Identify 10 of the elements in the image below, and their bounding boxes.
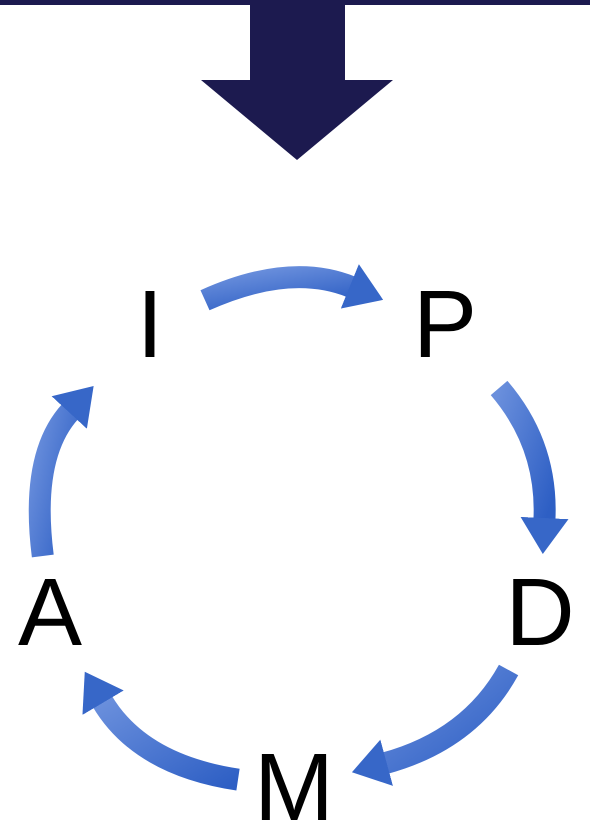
curved-arrow: [490, 381, 568, 554]
curved-arrow: [83, 672, 240, 790]
stage-letter: I: [136, 277, 164, 373]
curved-arrow: [28, 384, 92, 558]
curved-arrow: [352, 664, 518, 786]
stage-letter: P: [412, 277, 478, 373]
stage-letter: A: [18, 565, 82, 661]
curved-arrow: [200, 264, 384, 310]
stage-letter: M: [254, 740, 334, 836]
stage-letter: D: [505, 565, 575, 661]
